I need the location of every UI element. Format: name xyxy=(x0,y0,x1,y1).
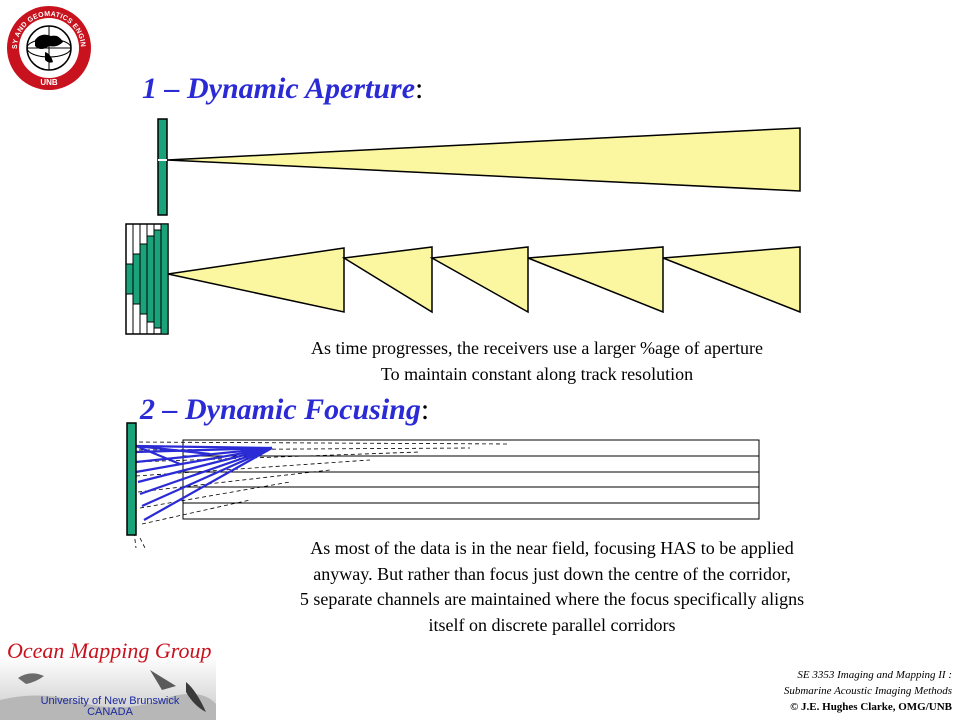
section1-caption-line: To maintain constant along track resolut… xyxy=(380,363,694,384)
section1-caption-line: As time progresses, the receivers use a … xyxy=(311,338,763,358)
fin-icon xyxy=(186,682,206,712)
footer-course-sub: Submarine Acoustic Imaging Methods xyxy=(783,685,952,697)
corridor-grid xyxy=(182,439,760,520)
section1-caption: As time progresses, the receivers use a … xyxy=(237,336,837,387)
beam-segment-5 xyxy=(662,246,801,314)
stepped-aperture-transducer xyxy=(125,223,169,335)
section2-caption-line: As most of the data is in the near field… xyxy=(310,538,794,558)
full-aperture-transducer xyxy=(157,118,168,216)
section2-caption-line: anyway. But rather than focus just down … xyxy=(313,563,791,584)
receiver-array xyxy=(126,422,137,536)
omg-country: CANADA xyxy=(87,706,133,718)
beam-segment-3 xyxy=(429,246,529,314)
section2-caption-line: 5 separate channels are maintained where… xyxy=(299,589,805,609)
logo-bottom-text: UNB xyxy=(40,78,58,87)
fish-icon xyxy=(18,673,44,684)
footer-copyright: © J.E. Hughes Clarke, OMG/UNB xyxy=(790,701,952,713)
omg-university: University of New Brunswick xyxy=(40,695,180,707)
section2-caption-line: itself on discrete parallel corridors xyxy=(428,614,676,635)
unb-geodesy-logo: GEODESY AND GEOMATICS ENGINEERING UNB xyxy=(5,4,91,90)
vessel-icon xyxy=(150,670,176,690)
focus-rays xyxy=(135,444,273,521)
dynamic-focusing-diagram xyxy=(126,422,760,550)
omg-logo-graphic xyxy=(0,656,216,720)
dynamic-aperture-diagram xyxy=(125,118,801,335)
beam-segment-4 xyxy=(527,246,664,314)
beam-segment-1 xyxy=(167,247,345,313)
section2-title: 2 – Dynamic Focusing: xyxy=(140,393,430,426)
omg-logo: Ocean Mapping Group University of New Br… xyxy=(0,630,220,720)
footer-course: SE 3353 Imaging and Mapping II : xyxy=(797,669,952,681)
section2-caption: As most of the data is in the near field… xyxy=(252,536,852,638)
section1-title: 1 – Dynamic Aperture: xyxy=(142,72,424,105)
omg-title: Ocean Mapping Group xyxy=(7,638,212,663)
constant-beam xyxy=(166,127,801,192)
beam-segment-2 xyxy=(341,246,433,314)
footer: SE 3353 Imaging and Mapping II : Submari… xyxy=(784,667,952,715)
